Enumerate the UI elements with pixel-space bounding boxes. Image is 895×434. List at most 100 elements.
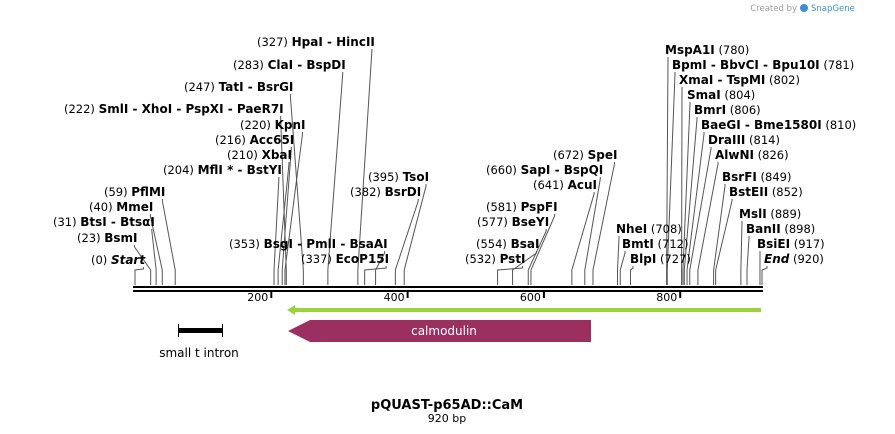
site-line-bseyi (527, 229, 547, 285)
green-feature-bar (291, 308, 761, 312)
site-name-bsmi: BsmI (104, 231, 137, 245)
site-line-hpai (357, 49, 373, 285)
site-name-mfli: MflI * - BstYI (198, 163, 282, 177)
site-label-bpmi: BpmI - BbvCI - Bpu10I (781) (672, 58, 854, 72)
site-name-bsteii: BstEII (729, 185, 768, 199)
site-name-pflmi: PflMI (131, 185, 165, 199)
site-label-msli: MslI (889) (739, 207, 801, 221)
site-pos-bmti: (712) (658, 237, 689, 251)
site-label-clai: (283) ClaI - BspDI (233, 58, 346, 72)
site-line-alwni (697, 162, 719, 285)
site-label-spei: (672) SpeI (553, 148, 617, 162)
site-line-draiii (689, 147, 712, 285)
site-name-xbai: XbaI (262, 148, 292, 162)
site-line-tsoi (403, 184, 427, 285)
site-pos-bpmi: (781) (823, 58, 854, 72)
site-name-bseyi: BseYI (512, 215, 550, 229)
site-pos-msli: (889) (770, 207, 801, 221)
green-feature (287, 305, 761, 315)
site-name-sapi: SapI - BspQI (521, 163, 604, 177)
site-pos-tati: (247) (184, 80, 215, 94)
site-pos-xmai: (802) (769, 73, 800, 87)
site-label-sapi: (660) SapI - BspQI (486, 163, 603, 177)
site-line-banii (746, 236, 750, 285)
site-label-smli: (222) SmlI - XhoI - PspXI - PaeR7I (64, 102, 284, 116)
intron-left-cap (178, 324, 179, 337)
site-name-ecop15i: EcoP15I (336, 252, 390, 266)
site-label-bseyi: (577) BseYI (477, 215, 549, 229)
site-name-mspa1i: MspA1I (665, 43, 715, 57)
site-name-banii: BanII (746, 222, 781, 236)
site-pos-mspa1i: (780) (718, 43, 749, 57)
site-name-clai: ClaI - BspDI (268, 58, 346, 72)
site-label-draiii: DraIII (814) (708, 133, 780, 147)
site-pos-tsoi: (395) (368, 170, 399, 184)
site-pos-blpi: (727) (660, 252, 691, 266)
site-line-tati (289, 94, 304, 285)
site-label-baegi: BaeGI - Bme1580I (810) (701, 118, 856, 132)
site-line-psti (497, 266, 524, 285)
site-line-mfli (273, 177, 280, 285)
site-label-bmri: BmrI (806) (694, 103, 761, 117)
site-name-alwni: AlwNI (715, 148, 754, 162)
small-t-intron-feature: small t intron (159, 324, 239, 360)
tick-mark (406, 292, 409, 298)
site-pos-spei: (672) (553, 148, 584, 162)
site-name-acc65i: Acc65I (250, 133, 295, 147)
site-name-tsoi: TsoI (403, 170, 429, 184)
site-line-baegi (686, 132, 705, 285)
intron-right-cap (222, 324, 223, 337)
tick-label: 600 (520, 291, 541, 304)
site-name-bsrdi: BsrDI (385, 185, 422, 199)
site-line-bmti (619, 251, 626, 285)
site-line-spei (592, 162, 615, 285)
site-line-btsi (151, 229, 157, 285)
site-name-bsgi: BsgI - PmlI - BsaAI (264, 237, 388, 251)
site-name-smli: SmlI - XhoI - PspXI - PaeR7I (99, 102, 284, 116)
site-name-psti: PstI (500, 252, 526, 266)
site-pos-end: (920) (793, 252, 824, 266)
site-label-mfli: (204) MflI * - BstYI (163, 163, 282, 177)
site-name-kpni: KpnI (275, 118, 306, 132)
site-name-nhei: NheI (616, 222, 647, 236)
site-label-btsi: (31) BtsI - BtsαI (53, 215, 155, 229)
calmodulin-arrow (288, 320, 591, 342)
site-name-xmai: XmaI - TspMI (679, 73, 765, 87)
intron-label: small t intron (159, 346, 239, 360)
site-line-clai (327, 72, 344, 285)
tick-mark (270, 292, 273, 298)
site-name-blpi: BlpI (630, 252, 656, 266)
site-label-bsrfi: BsrFI (849) (722, 170, 791, 184)
site-pos-psti: (532) (465, 252, 496, 266)
site-name-hpai: HpaI - HincII (292, 35, 375, 49)
site-name-bpmi: BpmI - BbvCI - Bpu10I (672, 58, 820, 72)
site-lines (134, 49, 768, 285)
site-name-end: End (764, 252, 790, 266)
site-name-bsai: BsaI (511, 237, 540, 251)
site-name-bsiei: BsiEI (757, 237, 790, 251)
site-name-acui: AcuI (568, 178, 597, 192)
site-line-pflmi (161, 199, 176, 285)
site-line-start (134, 267, 144, 285)
tick-label: 400 (384, 291, 405, 304)
site-name-msli: MslI (739, 207, 767, 221)
site-label-tati: (247) TatI - BsrGI (184, 80, 293, 94)
tick-mark (542, 292, 545, 298)
site-name-draiii: DraIII (708, 133, 745, 147)
site-pos-btsi: (31) (53, 215, 77, 229)
site-name-spei: SpeI (588, 148, 618, 162)
site-label-bsai: (554) BsaI (476, 237, 539, 251)
site-label-ecop15i: (337) EcoP15I (301, 252, 389, 266)
site-line-bsmi (134, 245, 152, 285)
site-label-bsiei: BsiEI (917) (757, 237, 825, 251)
site-pos-sapi: (660) (486, 163, 517, 177)
site-pos-pspfi: (581) (486, 200, 517, 214)
map-title: pQUAST-p65AD::CaM (371, 398, 523, 413)
site-line-smai (682, 102, 691, 285)
site-line-end (761, 266, 768, 285)
site-pos-bseyi: (577) (477, 215, 508, 229)
site-pos-acui: (641) (533, 178, 564, 192)
site-line-bpmi (666, 72, 676, 285)
site-line-mspa1i (666, 57, 669, 285)
site-line-bsrdi (394, 199, 419, 285)
